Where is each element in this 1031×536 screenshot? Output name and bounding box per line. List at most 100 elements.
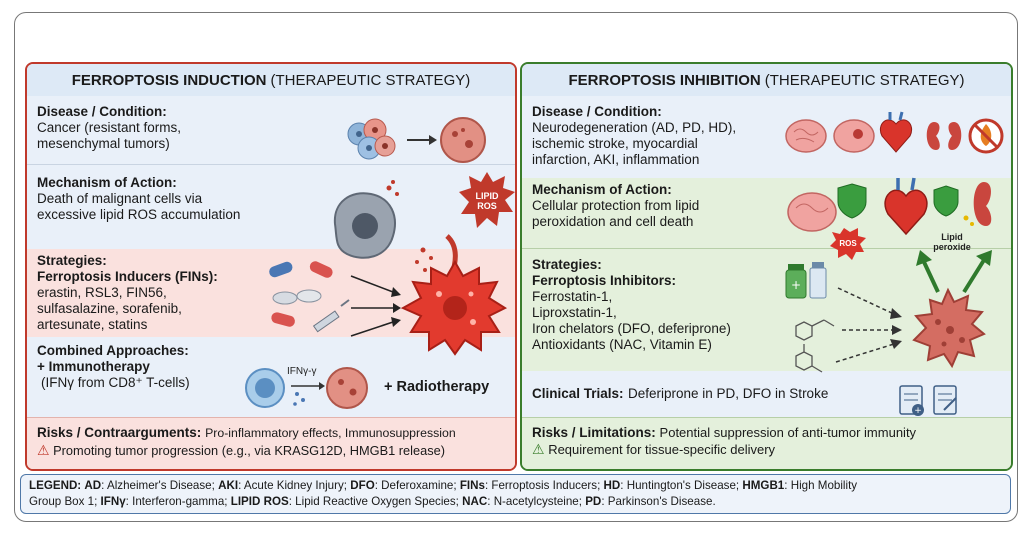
molecule-icon <box>795 319 835 341</box>
clinical-trials-text: Deferiprone in PD, DFO in Stroke <box>628 386 829 401</box>
cell-icon <box>333 180 458 312</box>
medicine-bottle-icon: + <box>785 264 807 299</box>
inhibition-title: FERROPTOSIS INHIBITION <box>568 71 761 89</box>
legend-def: Parkinson's Disease. <box>607 494 716 508</box>
lipid-peroxide-line2: peroxide <box>933 242 971 252</box>
inhibition-header: FERROPTOSIS INHIBITION (THERAPEUTIC STRA… <box>522 64 1011 97</box>
brain-icon <box>785 119 827 153</box>
medicine-bottle-icon <box>809 262 827 299</box>
clipboard-icon: + <box>899 385 924 416</box>
inhibition-title-rest: (THERAPEUTIC STRATEGY) <box>764 71 965 89</box>
induction-disease-line1: Cancer (resistant forms, <box>37 120 182 135</box>
legend-def: Interferon-gamma; <box>132 494 228 508</box>
ros-label: ROS <box>839 239 857 248</box>
induction-title-rest: (THERAPEUTIC STRATEGY) <box>270 71 471 89</box>
legend-abbr: HMGB1 <box>742 479 785 492</box>
protection-icons: ROS Lipid peroxide <box>787 177 992 260</box>
induction-disease-line2: mesenchymal tumors) <box>37 136 170 151</box>
green-arrow-icon <box>916 250 940 293</box>
legend-abbr: AKI <box>218 479 239 492</box>
induction-strategies-title: Strategies: <box>37 253 107 268</box>
induction-combined-title: Combined Approaches: <box>37 343 189 358</box>
induction-strategies-subtitle: Ferroptosis Inducers (FINs): <box>37 269 218 284</box>
clipboard-icons: + <box>899 385 957 416</box>
ferroptotic-cell-icon <box>912 287 986 369</box>
legend-def: High Mobility <box>790 479 858 492</box>
molecule-icon <box>795 344 823 373</box>
inhibition-strategies-line3: Iron chelators (DFO, deferiprone) <box>532 321 731 336</box>
lipid-peroxide-line1: Lipid <box>941 232 963 242</box>
legend-def: Ferroptosis Inducers; <box>491 479 601 492</box>
svg-text:+: + <box>914 406 922 416</box>
induction-strategies-line2: sulfasalazine, sorafenib, <box>37 301 182 316</box>
induction-risks-section: Risks / Contraarguments: Pro-inflammator… <box>27 417 515 469</box>
inhibition-strategies-subtitle: Ferroptosis Inhibitors: <box>532 273 677 288</box>
arrows-to-cell <box>350 275 401 337</box>
induction-disease-title: Disease / Condition: <box>37 104 167 119</box>
legend-def: Lipid Reactive Oxygen Species; <box>295 494 459 508</box>
legend-label: LEGEND: <box>29 479 82 492</box>
radiotherapy-label: + Radiotherapy <box>384 379 490 395</box>
lipid-ros-burst: LIPID ROS <box>459 172 515 228</box>
inhibition-mechanism-line2: peroxidation and cell death <box>532 214 694 229</box>
induction-panel: FERROPTOSIS INDUCTION (THERAPEUTIC STRAT… <box>25 62 517 471</box>
legend-def: Alzheimer's Disease; <box>106 479 215 492</box>
induction-combined-line1: + Immunotherapy <box>37 359 150 374</box>
induction-risks-title: Risks / Contraarguments: <box>37 425 202 440</box>
inhibition-risks-line1: Potential suppression of anti-tumor immu… <box>659 425 917 440</box>
induction-strategies-line3: artesunate, statins <box>37 317 148 332</box>
inhibition-mechanism-line1: Cellular protection from lipid <box>532 198 700 213</box>
heart-icon <box>884 177 928 236</box>
legend-abbr: DFO <box>350 479 375 492</box>
induction-disease-section: Disease / Condition: Cancer (resistant f… <box>27 96 515 164</box>
brain-icon <box>833 119 875 153</box>
inhibition-disease-line3: infarction, AKI, inflammation <box>532 152 700 167</box>
cancer-cells-icon <box>347 117 486 163</box>
clipboard-icon <box>933 385 957 415</box>
induction-combined-line2: (IFNγ from CD8⁺ T-cells) <box>41 375 190 390</box>
pills-icon <box>269 261 350 333</box>
green-arrow-icon <box>962 250 992 294</box>
inhibition-risks-section: Risks / Limitations: Potential suppressi… <box>522 417 1011 469</box>
legend-def: Acute Kidney Injury; <box>243 479 347 492</box>
inhibition-strategies-line1: Ferrostatin-1, <box>532 289 613 304</box>
legend-def: Group Box 1; <box>29 494 98 508</box>
induction-header: FERROPTOSIS INDUCTION (THERAPEUTIC STRAT… <box>27 64 515 97</box>
inhibition-panel: FERROPTOSIS INHIBITION (THERAPEUTIC STRA… <box>520 62 1013 471</box>
no-fire-icon <box>968 118 1004 154</box>
induction-strategies-line1: erastin, RSL3, FIN56, <box>37 285 167 300</box>
induction-risks-line2: Promoting tumor progression (e.g., via K… <box>53 443 446 458</box>
syringe-icon <box>312 299 350 333</box>
inhibition-disease-line2: ischemic stroke, myocardial <box>532 136 698 151</box>
shield-icon <box>933 185 959 217</box>
legend-abbr: PD <box>585 494 602 508</box>
legend-abbr: IFNγ <box>100 494 126 508</box>
lipid-ros-line1: LIPID <box>475 191 499 201</box>
legend-def: Huntington's Disease; <box>626 479 740 492</box>
induction-mechanism-line2: excessive lipid ROS accumulation <box>37 207 241 222</box>
inhibition-risks-title: Risks / Limitations: <box>532 425 656 440</box>
induction-mechanism-line1: Death of malignant cells via <box>37 191 203 206</box>
legend-def: Deferoxamine; <box>381 479 457 492</box>
induction-mechanism-title: Mechanism of Action: <box>37 175 177 190</box>
heart-icon <box>880 111 912 153</box>
clinical-trials-title: Clinical Trials: <box>532 386 624 401</box>
warning-icon: ⚠ <box>532 441 545 457</box>
inhibition-strategies-title: Strategies: <box>532 257 602 272</box>
legend-def: N-acetylcysteine; <box>493 494 582 508</box>
induction-title: FERROPTOSIS INDUCTION <box>71 71 267 89</box>
induction-mechanism-section: Mechanism of Action: Death of malignant … <box>27 165 515 249</box>
inhibition-strategies-line2: Liproxstatin-1, <box>532 305 617 320</box>
kidney-icon <box>973 182 992 226</box>
inhibition-risks-line2: Requirement for tissue-specific delivery <box>548 442 776 457</box>
organs-row <box>785 111 1004 154</box>
ferroptotic-cell-icon <box>400 259 508 356</box>
legend: LEGEND: AD: Alzheimer's Disease; AKI: Ac… <box>20 474 1011 514</box>
legend-abbr: FINs <box>459 479 485 492</box>
inhibition-disease-title: Disease / Condition: <box>532 104 662 119</box>
inhibition-mechanism-section: Mechanism of Action: Cellular protection… <box>522 178 1011 248</box>
ros-burst-icon: ROS <box>830 228 866 260</box>
warning-icon: ⚠ <box>37 442 50 458</box>
ifn-label: IFNγ-γ <box>287 366 316 377</box>
clinical-trials-section: Clinical Trials: Deferiprone in PD, DFO … <box>522 371 1011 417</box>
